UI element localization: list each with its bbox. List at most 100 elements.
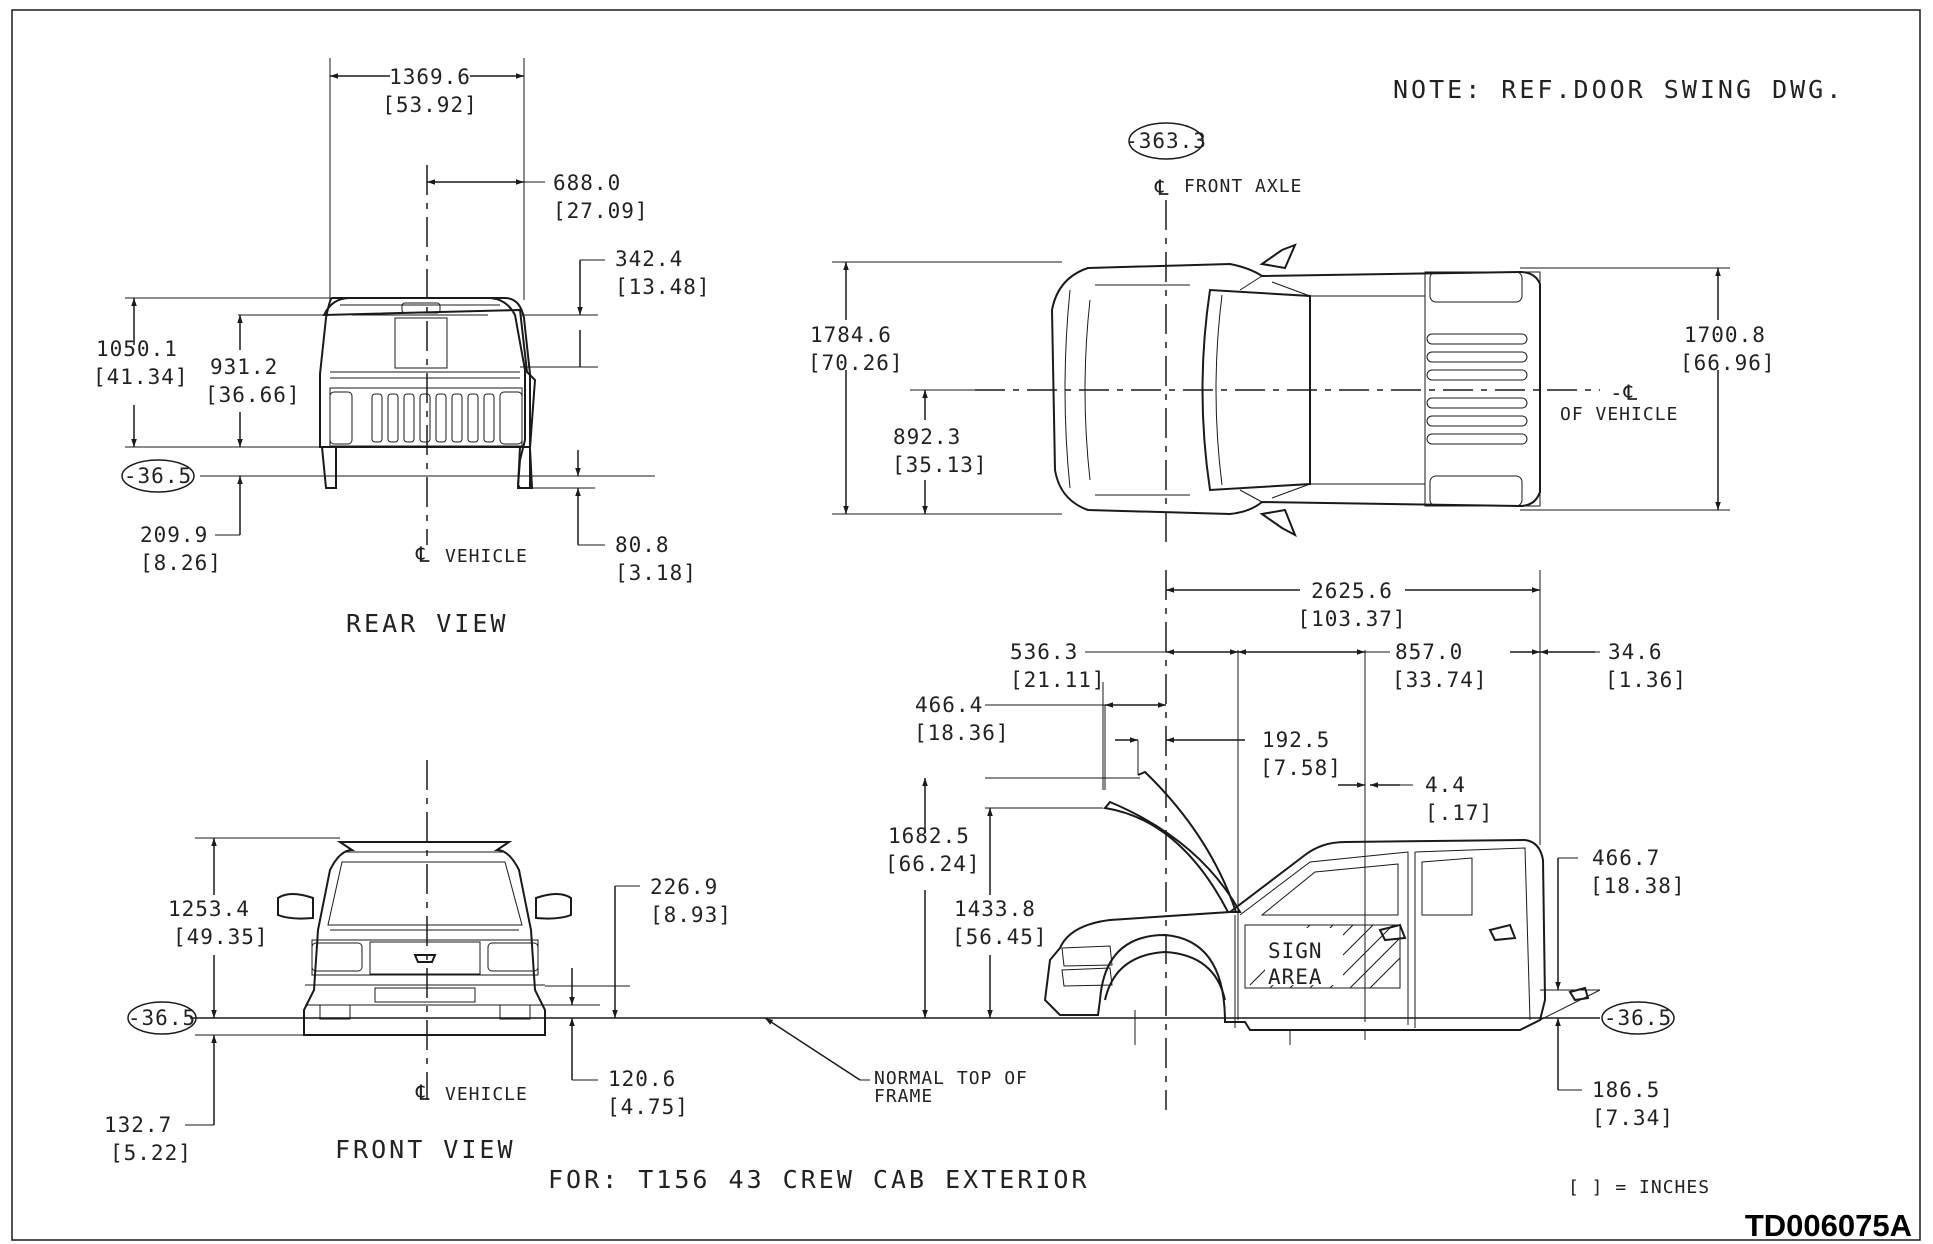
sign-text-1: SIGN xyxy=(1268,939,1323,963)
dim-70-26: [70.26] xyxy=(808,351,904,375)
plan-roof xyxy=(1215,275,1426,503)
side-rear-hitch xyxy=(1568,986,1590,1002)
dim-36-66: [36.66] xyxy=(205,383,301,407)
side-windows xyxy=(1239,847,1531,1025)
dim-21-11: [21.11] xyxy=(1010,668,1106,692)
dim-41-34: [41.34] xyxy=(93,365,189,389)
rear-brake-light xyxy=(394,317,448,369)
rear-cl-vehicle: VEHICLE xyxy=(445,546,528,567)
plan-windshield xyxy=(1271,281,1311,499)
side-wheel-arch xyxy=(1104,950,1226,1001)
plan-roof-front xyxy=(1201,288,1311,492)
dim-2625-6: 2625.6 xyxy=(1311,579,1393,603)
side-door-handles xyxy=(1378,923,1517,942)
dim-4-4: 4.4 xyxy=(1425,773,1466,797)
dim-4-75: [4.75] xyxy=(607,1095,689,1119)
inches-legend: [ ] = INCHES xyxy=(1568,1177,1710,1198)
dim-688-0: 688.0 xyxy=(553,171,621,195)
rear-view: 1369.6 [53.92] 688.0 [27.09] 342.4 [13.4… xyxy=(93,58,710,638)
dim-18-38: [18.38] xyxy=(1590,874,1686,898)
side-doors xyxy=(1234,852,1416,1028)
rear-third-light xyxy=(401,302,441,314)
dim-8-93: [8.93] xyxy=(650,903,732,927)
sign-area: SIGN AREA xyxy=(1244,924,1401,989)
drawing-border xyxy=(11,9,1921,1241)
dim-7-34: [7.34] xyxy=(1592,1106,1674,1130)
dim-1050-1: 1050.1 xyxy=(96,337,178,361)
plan-rear-window-bottom xyxy=(1429,475,1523,507)
dim-1682-5: 1682.5 xyxy=(888,824,970,848)
axle-ref-oval xyxy=(1128,122,1204,160)
dim-33-74: [33.74] xyxy=(1392,668,1488,692)
dim-5-22: [5.22] xyxy=(110,1141,192,1165)
frame-note-1: NORMAL TOP OF xyxy=(874,1068,1028,1089)
side-body-outline xyxy=(1043,838,1547,1031)
plan-cl-of-symbol: -℄ xyxy=(1610,381,1638,405)
front-windshield xyxy=(327,861,523,926)
plan-bed-ribs xyxy=(1426,333,1528,445)
dim-53-92: [53.92] xyxy=(382,93,478,117)
dim-66-24: [66.24] xyxy=(885,852,981,876)
side-view: SIGN AREA 2625.6 [103.37] 536.3 [21.11 xyxy=(764,570,1687,1130)
dim-466-4: 466.4 xyxy=(915,693,983,717)
plan-view: -363.3 ℄ FRONT AXLE -℄ OF VEHICLE xyxy=(808,122,1775,545)
front-headlight-right xyxy=(487,942,539,972)
dim-536-3: 536.3 xyxy=(1010,640,1078,664)
side-headlamp xyxy=(1061,945,1113,987)
dim-80-8: 80.8 xyxy=(615,533,670,557)
front-view: -36.5 1253.4 [49.35] 226.9 [8.93] 132.7 … xyxy=(104,760,1600,1165)
dim-1700-8: 1700.8 xyxy=(1684,323,1766,347)
rear-tires xyxy=(321,446,531,489)
dim-17: [.17] xyxy=(1425,801,1493,825)
dim-1-36: [1.36] xyxy=(1605,668,1687,692)
rear-tailgate xyxy=(329,387,523,447)
front-frame-ref: -36.5 xyxy=(128,1006,196,1030)
dim-1784-6: 1784.6 xyxy=(810,323,892,347)
plan-cl-symbol: ℄ xyxy=(1154,176,1169,200)
front-cl-vehicle: VEHICLE xyxy=(445,1084,528,1105)
front-cl-symbol: ℄ xyxy=(415,1081,430,1105)
front-bowtie xyxy=(413,954,437,963)
note-text: NOTE: REF.DOOR SWING DWG. xyxy=(1393,75,1844,104)
rear-frame-ref-oval xyxy=(121,459,195,493)
dim-120-6: 120.6 xyxy=(608,1067,676,1091)
dim-103-37: [103.37] xyxy=(1297,607,1406,631)
dim-931-2: 931.2 xyxy=(210,355,278,379)
dim-226-9: 226.9 xyxy=(650,875,718,899)
dim-1253-4: 1253.4 xyxy=(168,897,250,921)
rear-body-right xyxy=(322,297,537,489)
dim-209-9: 209.9 xyxy=(140,523,208,547)
dim-34-6: 34.6 xyxy=(1608,640,1663,664)
dim-892-3: 892.3 xyxy=(893,425,961,449)
front-roof-lines xyxy=(330,841,519,931)
dim-49-35: [49.35] xyxy=(173,925,269,949)
side-underbody xyxy=(1134,989,1601,1045)
rear-tailgate-ribs xyxy=(329,391,523,445)
dim-192-5: 192.5 xyxy=(1262,728,1330,752)
front-bumper-intake xyxy=(374,987,476,1003)
rear-window-lines xyxy=(330,304,520,379)
sign-text-2: AREA xyxy=(1268,965,1323,989)
front-mirror-left xyxy=(277,893,314,920)
side-hood-edge xyxy=(1137,770,1237,913)
dim-857-0: 857.0 xyxy=(1395,640,1463,664)
dim-1433-8: 1433.8 xyxy=(954,897,1036,921)
side-hood-open xyxy=(1103,800,1242,913)
front-frame-ref-oval xyxy=(127,1001,197,1035)
dim-186-5: 186.5 xyxy=(1592,1078,1660,1102)
plan-mirror-bottom xyxy=(1259,508,1297,538)
front-foglight-left xyxy=(319,1004,351,1020)
dim-132-7: 132.7 xyxy=(104,1113,172,1137)
plan-mirror-top xyxy=(1259,243,1297,270)
front-grille xyxy=(369,941,481,975)
front-grille-area xyxy=(311,939,539,976)
front-view-title: FRONT VIEW xyxy=(335,1135,516,1164)
dim-56-45: [56.45] xyxy=(952,925,1048,949)
dim-7-58: [7.58] xyxy=(1260,756,1342,780)
drawing-id: TD006075A xyxy=(1745,1208,1912,1243)
dim-27-09: [27.09] xyxy=(553,199,649,223)
dim-1369-6: 1369.6 xyxy=(389,65,471,89)
front-mirror-right xyxy=(535,893,572,920)
